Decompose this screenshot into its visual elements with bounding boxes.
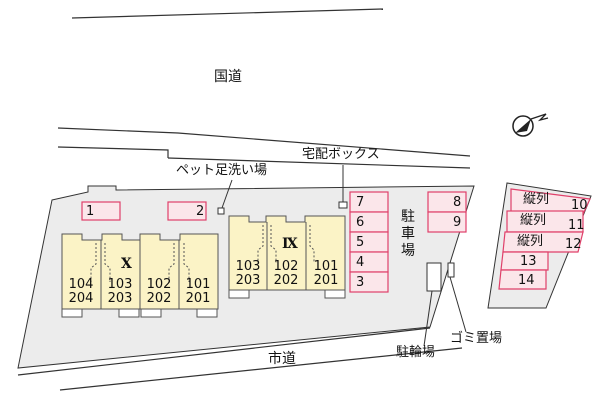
garbage-area-shape [447,262,455,278]
building-ix [228,215,346,299]
north-arrow-icon [512,113,549,137]
unit-first-floor: 101 [313,259,339,274]
garbage-label: ゴミ置場 [450,331,503,346]
bicycle-leader [423,290,433,347]
national-road-label: 国道 [214,69,242,85]
pet-wash-marker [217,207,225,215]
parking-type-label: 縦列 [520,213,547,228]
city-road-label: 市道 [268,351,296,367]
city-road-edge-lower [59,347,463,391]
parking-type-label: 縦列 [517,234,544,249]
unit-second-floor: 203 [107,291,133,306]
parking-number: 2 [196,204,205,219]
national-road-edge-top [71,8,384,19]
garbage-leader [449,276,467,333]
parking-number: 11 [568,218,585,233]
unit-second-floor: 202 [146,291,172,306]
unit-second-floor: 201 [313,273,339,288]
unit-first-floor: 102 [146,277,172,292]
parking-space-1 [81,201,121,221]
parking-number: 1 [86,204,95,219]
parking-number: 5 [356,235,365,250]
parking-number: 7 [356,195,365,210]
parking-number: 8 [453,195,462,210]
sidewalk-edge-2 [167,157,471,169]
building-x-name: X [121,256,132,272]
building-x [61,233,219,318]
building-ix-name: Ⅸ [282,236,298,252]
parking-number: 9 [453,215,462,230]
pet-wash-leader [221,179,233,209]
parking-space-9 [427,211,467,233]
national-road-edge [57,127,471,157]
parking-space-3 [349,271,389,293]
unit-first-floor: 103 [235,259,261,274]
parking-number: 14 [518,273,535,288]
unit-second-floor: 203 [235,273,261,288]
parking-label: 駐車場 [401,209,415,259]
city-road-edge [17,327,431,376]
unit-first-floor: 101 [185,277,211,292]
unit-first-floor: 104 [68,277,94,292]
unit-second-floor: 204 [68,291,94,306]
parking-space-12 [502,231,584,253]
bicycle-parking-shape [426,262,442,292]
parking-number: 13 [520,254,537,269]
delivery-box-label: 宅配ボックス [302,147,380,162]
parking-number: 3 [356,275,365,290]
parking-number: 6 [356,215,365,230]
parking-number: 10 [571,198,588,213]
sidewalk-edge [57,146,169,158]
parking-type-label: 縦列 [523,192,550,207]
parking-number: 12 [565,237,582,252]
unit-second-floor: 202 [273,273,299,288]
unit-first-floor: 102 [273,259,299,274]
parking-number: 4 [356,255,365,270]
parking-space-13 [500,251,549,271]
parking-space-14 [498,269,547,290]
unit-first-floor: 103 [107,277,133,292]
delivery-box-marker [338,201,348,209]
parking-space-2 [167,201,207,221]
unit-second-floor: 201 [185,291,211,306]
pet-wash-label: ペット足洗い場 [176,163,268,178]
bicycle-label: 駐輪場 [396,345,436,360]
